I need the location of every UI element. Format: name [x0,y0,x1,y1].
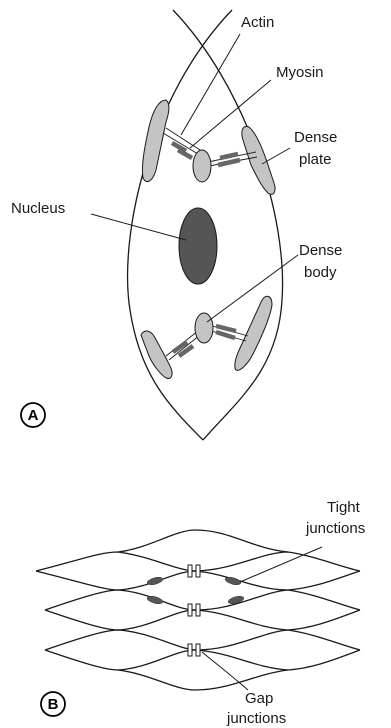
gap-junction [188,604,192,616]
panel-b-letter: B [48,696,59,713]
label-gap-junctions-1: Gap [245,690,273,707]
cell-row-boundary [45,590,360,610]
cell-row-boundary [45,630,360,650]
label-dense-plate-1: Dense [294,129,337,146]
nucleus [179,208,217,284]
label-dense-plate-2: plate [299,151,332,168]
label-dense-body-1: Dense [299,242,342,259]
dense-plate-upper-left [142,100,169,182]
panel-a: Actin Myosin Dense plate Nucleus Dense b… [11,10,342,440]
dense-body-upper [193,150,211,182]
label-dense-body-2: body [304,264,337,281]
dense-plate-lower-right [235,296,272,370]
gap-junction [196,604,200,616]
cell-row-boundary [45,610,360,630]
gap-junction [196,565,200,577]
gap-junction [188,565,192,577]
myosin-filament [218,160,240,165]
nucleus-leader [91,214,186,240]
gap-junction [188,644,192,656]
actin-filament [169,335,200,360]
label-tight-junctions-2: junctions [305,520,365,537]
dense-body-leader [207,255,298,322]
actin-leader [181,34,240,135]
label-myosin: Myosin [276,64,324,81]
label-nucleus: Nucleus [11,200,65,217]
panel-b: Tight junctions Gap junctions B [36,499,365,727]
dense-plate-upper-right [242,127,275,195]
tight-junction [146,576,163,586]
myosin-filament [216,326,236,331]
panel-a-letter: A [28,407,39,424]
label-actin: Actin [241,14,274,31]
label-tight-junctions-1: Tight [327,499,361,516]
cell-row-boundary [118,530,288,552]
label-gap-junctions-2: junctions [226,710,286,727]
myosin-filament [216,332,235,338]
dense-body-lower [195,313,213,343]
tight-junction [146,595,163,605]
gap-junction [196,644,200,656]
myosin-filament [220,154,238,158]
tight-junction [224,576,241,586]
myosin-leader [190,80,271,148]
cell-row-boundary [118,670,288,690]
gap-junctions-leader [202,652,248,690]
dense-plate-leader [262,148,290,164]
